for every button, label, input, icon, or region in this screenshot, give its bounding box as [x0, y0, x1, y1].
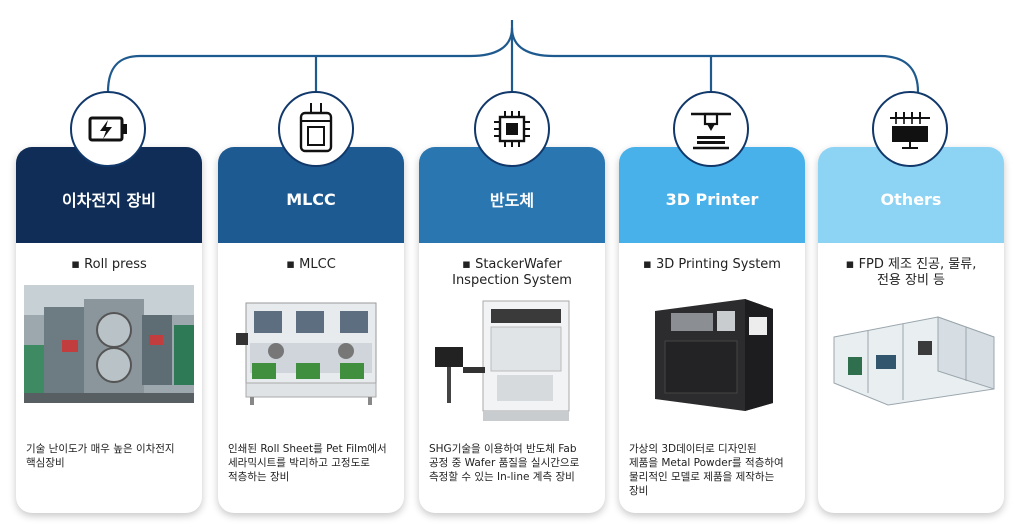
- card-title: Others: [880, 189, 942, 209]
- feature-label: ▪ FPD 제조 진공, 물류, 전용 장비 등: [818, 257, 1004, 289]
- feature-label: ▪ MLCC: [286, 257, 336, 272]
- desc-line: 장비: [629, 485, 649, 497]
- display-equipment-icon: [872, 91, 948, 167]
- desc-line: 인쇄된 Roll Sheet를 Pet Film에서: [228, 443, 387, 455]
- battery-charging-icon: [70, 91, 146, 167]
- card-3d-printer: 3D Printer ▪ 3D Printing System 가상의 3D데이…: [619, 147, 805, 513]
- card-description: 기술 난이도가 매우 높은 이차전지 핵심장비: [26, 442, 194, 470]
- fpd-equipment-photo: [833, 316, 995, 406]
- card-title: MLCC: [286, 189, 336, 209]
- 3d-printer-icon: [673, 91, 749, 167]
- desc-line: 적층하는 장비: [228, 471, 290, 483]
- feature-line: Inspection System: [452, 273, 572, 288]
- chip-icon: [474, 91, 550, 167]
- card-header: Others: [818, 147, 1004, 243]
- desc-line: 공정 중 Wafer 품질을 실시간으로: [429, 457, 580, 469]
- card-description: 인쇄된 Roll Sheet를 Pet Film에서 세라믹시트를 박리하고 고…: [228, 442, 396, 484]
- feature-label: ▪ StackerWafer Inspection System: [419, 257, 605, 289]
- wafer-inspection-photo: [435, 300, 570, 421]
- card-title: 3D Printer: [665, 189, 759, 209]
- desc-line: 물리적인 모델로 제품을 제작하는: [629, 471, 775, 483]
- desc-line: 핵심장비: [26, 457, 65, 469]
- feature-line: ▪ FPD 제조 진공, 물류,: [845, 257, 977, 272]
- 3d-printer-photo: [655, 299, 773, 411]
- feature-line: 전용 장비 등: [876, 273, 946, 288]
- card-title: 반도체: [489, 191, 535, 210]
- card-mlcc: MLCC ▪ MLCC 인쇄된 Roll Sheet를 Pet Film에서 세…: [218, 147, 404, 513]
- desc-line: 가상의 3D데이터로 디자인된: [629, 443, 757, 455]
- roll-press-photo: [24, 285, 194, 403]
- card-semiconductor: 반도체 ▪ StackerWafer Inspection System SHG…: [419, 147, 605, 513]
- feature-label: ▪ Roll press: [71, 257, 147, 272]
- card-description: SHG기술을 이용하여 반도체 Fab 공정 중 Wafer 품질을 실시간으로…: [429, 442, 597, 484]
- feature-line: ▪ StackerWafer: [462, 257, 562, 272]
- desc-line: 기술 난이도가 매우 높은 이차전지: [26, 443, 175, 455]
- card-others: Others ▪ FPD 제조 진공, 물류, 전용 장비 등: [818, 147, 1004, 513]
- card-description: 가상의 3D데이터로 디자인된 제품을 Metal Powder를 적층하여 물…: [629, 442, 797, 498]
- desc-line: 측정할 수 있는 In-line 계측 장비: [429, 471, 575, 483]
- card-title: 이차전지 장비: [62, 191, 156, 210]
- desc-line: SHG기술을 이용하여 반도체 Fab: [429, 443, 577, 455]
- mlcc-machine-photo: [236, 302, 377, 405]
- desc-line: 세라믹시트를 박리하고 고정도로: [228, 457, 370, 469]
- desc-line: 제품을 Metal Powder를 적층하여: [629, 457, 784, 469]
- feature-label: ▪ 3D Printing System: [643, 257, 781, 272]
- card-battery: 이차전지 장비 ▪ Roll press 기술 난이도가 매우 높은 이차전지 …: [16, 147, 202, 513]
- capacitor-icon: [278, 91, 354, 167]
